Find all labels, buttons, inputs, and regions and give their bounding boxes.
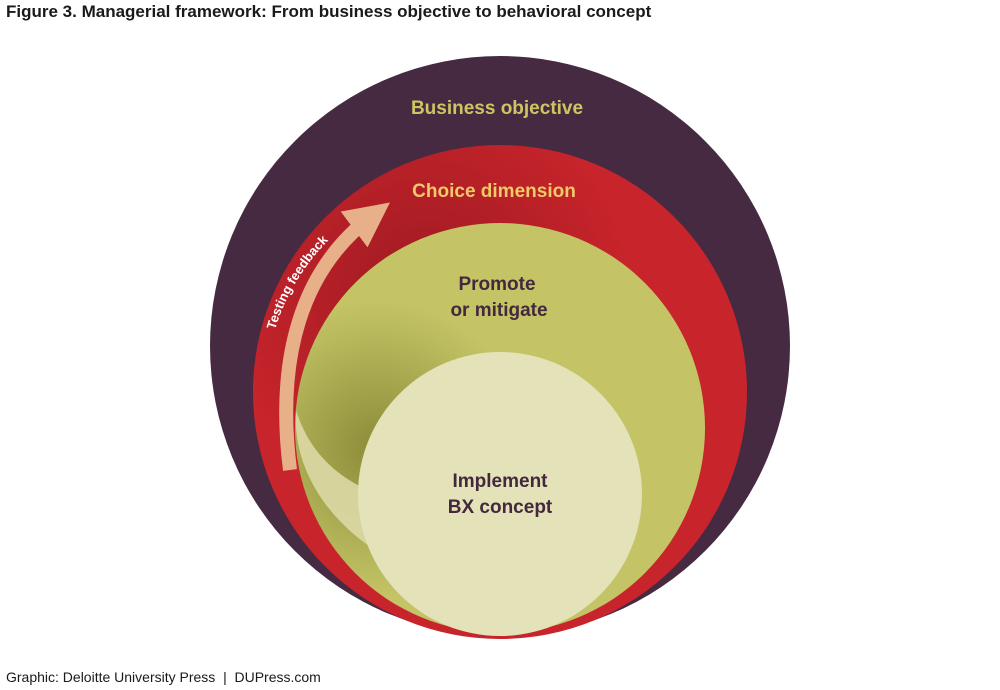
figure-title: Figure 3. Managerial framework: From bus… xyxy=(6,2,651,22)
testing-feedback-arrow xyxy=(279,202,390,471)
promote-label-line2: or mitigate xyxy=(450,300,547,321)
choice-dimension-label: Choice dimension xyxy=(412,181,576,202)
feedback-swoosh xyxy=(295,410,372,548)
figure-label: Figure 3. xyxy=(6,2,77,21)
promote-label-line1: Promote xyxy=(458,274,535,295)
graphic-credit: Graphic: Deloitte University Press | DUP… xyxy=(6,669,321,685)
implement-label-line1: Implement xyxy=(452,471,548,492)
figure-title-text: Managerial framework: From business obje… xyxy=(81,2,652,21)
implement-label-line2: BX concept xyxy=(448,497,553,518)
business-objective-label: Business objective xyxy=(411,98,583,119)
implement-bx-concept-circle xyxy=(358,352,642,636)
